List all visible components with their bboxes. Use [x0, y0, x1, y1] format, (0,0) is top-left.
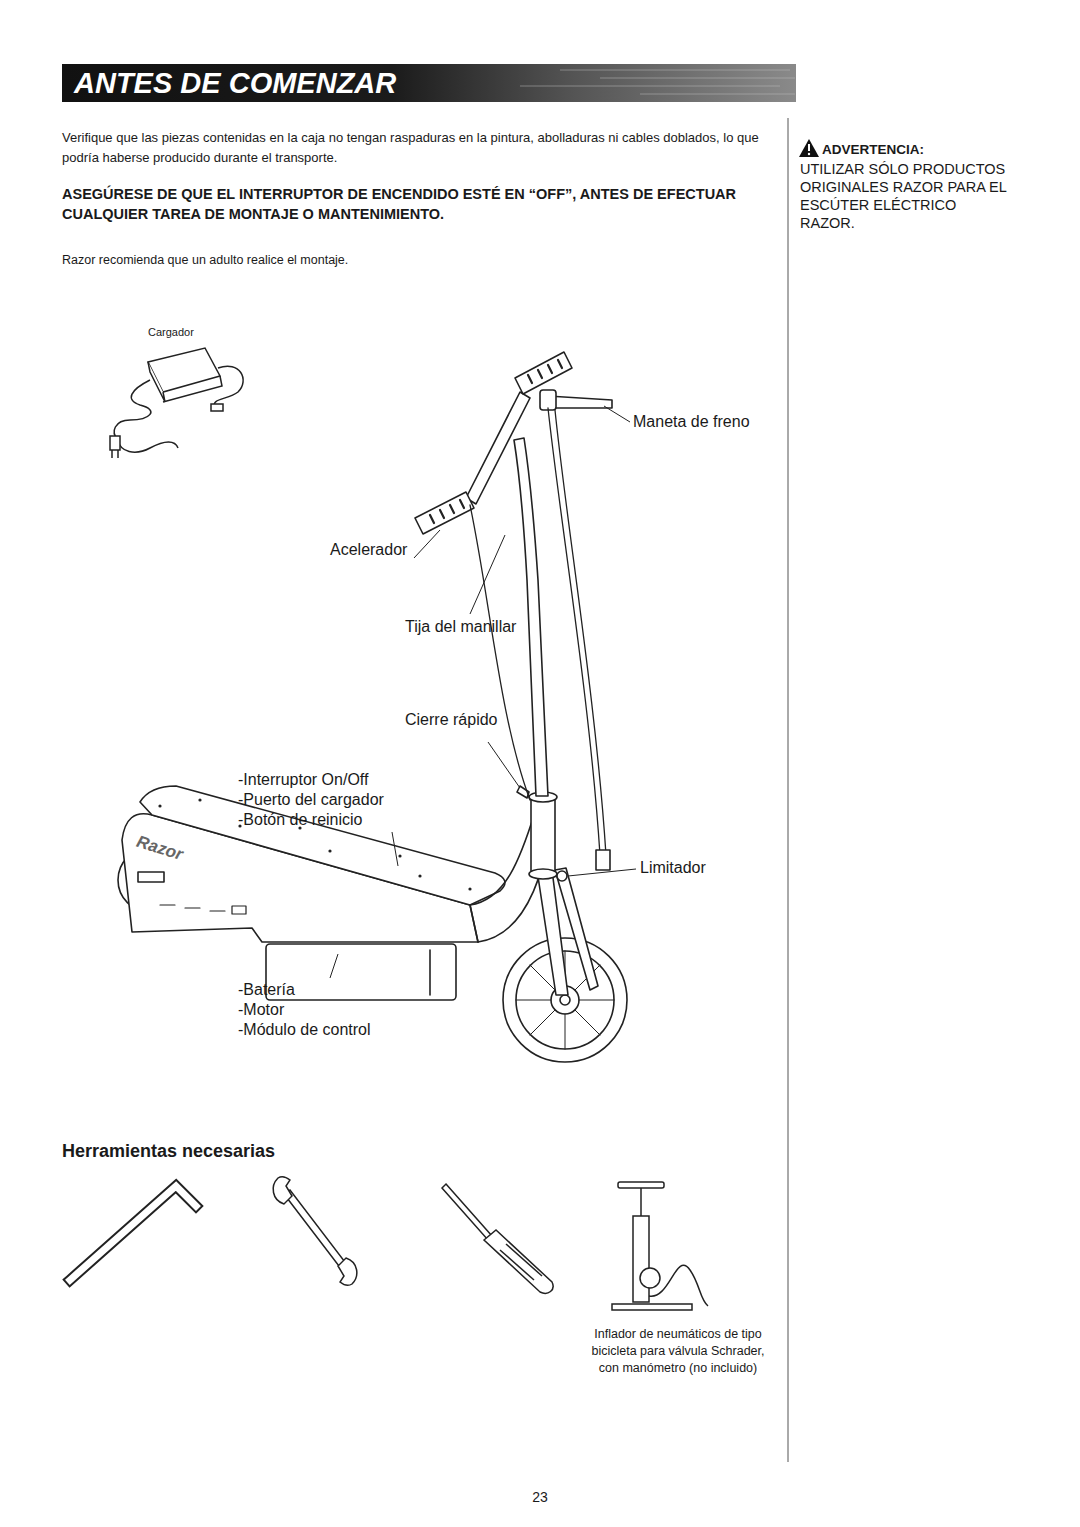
page-number: 23	[510, 1488, 570, 1506]
part-label: Maneta de freno	[633, 412, 773, 432]
warning-text: UTILIZAR SÓLO PRODUCTOS ORIGINALES RAZOR…	[800, 160, 1015, 232]
wrench-tool	[273, 1177, 357, 1286]
part-label: -Motor	[238, 1000, 438, 1020]
note-text: Razor recomienda que un adulto realice e…	[62, 252, 662, 268]
part-label: -Batería	[238, 980, 438, 1000]
pump-tool	[612, 1182, 708, 1310]
banner-texture	[520, 70, 795, 94]
part-label: Acelerador	[330, 540, 440, 560]
page-title: ANTES DE COMENZAR	[74, 64, 396, 102]
part-label: -Botón de reinicio	[238, 810, 438, 830]
title-banner	[62, 64, 796, 102]
column-rule	[788, 118, 789, 1462]
warning-icon	[799, 139, 819, 157]
part-label: Tija del manillar	[405, 617, 565, 637]
charger-illustration	[110, 348, 243, 458]
warning-heading: ADVERTENCIA:	[822, 142, 1022, 158]
part-label: -Interruptor On/Off	[238, 770, 438, 790]
screwdriver-tool	[442, 1184, 553, 1293]
part-label: Limitador	[640, 858, 770, 878]
part-label: Cierre rápido	[405, 710, 545, 730]
intro-text: Verifique que las piezas contenidas en l…	[62, 128, 762, 168]
part-label: -Módulo de control	[238, 1020, 438, 1040]
scooter-illustration	[118, 352, 627, 1062]
leader-lines	[330, 406, 636, 978]
tool-caption: Inflador de neumáticos de tipo bicicleta…	[582, 1326, 774, 1377]
part-label: -Puerto del cargador	[238, 790, 438, 810]
safety-instruction: ASEGÚRESE DE QUE EL INTERRUPTOR DE ENCEN…	[62, 184, 777, 224]
hex-key-tool	[70, 1186, 196, 1280]
section-heading: Herramientas necesarias	[62, 1139, 462, 1163]
part-label: Cargador	[148, 325, 268, 339]
